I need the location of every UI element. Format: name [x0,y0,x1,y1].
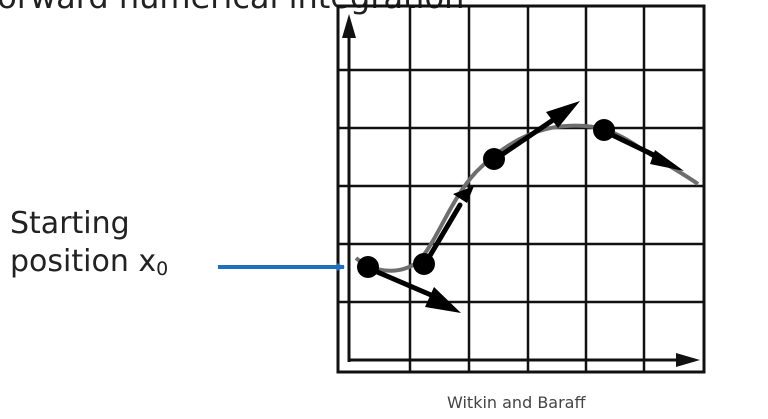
step-arrowhead-4 [650,150,684,171]
step-point-4 [593,119,615,141]
grid-horizontal-lines [338,68,704,304]
step-arrowhead-1 [425,287,461,313]
step-arrows [365,115,665,301]
step-points [357,119,615,278]
position-subscript: 0 [156,258,169,280]
starting-label-line1: Starting [10,206,130,241]
step-arrow-2-shaft [422,202,463,267]
step-arrow-3-shaft [491,115,559,163]
x-axis-arrowhead [676,353,700,367]
y-axis-arrowhead [342,14,356,38]
step-arrowhead-3 [546,101,580,128]
position-text: position x [10,244,157,279]
step-arrowheads [425,101,684,313]
step-arrowhead-2 [453,186,474,203]
step-point-3 [483,148,505,170]
axes [347,30,680,362]
grid-vertical-lines [408,6,646,372]
starting-label-line2: position x0 [10,243,168,288]
image-credit: Witkin and Baraff [447,393,586,412]
step-point-1 [357,256,379,278]
step-point-2 [413,253,435,275]
grid-frame [336,4,706,374]
step-arrow-4-shaft [601,128,665,162]
step-arrow-1-shaft [365,265,441,301]
starting-position-label: Starting position x0 [10,205,168,288]
slide-title: Forward numerical integration [0,0,464,16]
